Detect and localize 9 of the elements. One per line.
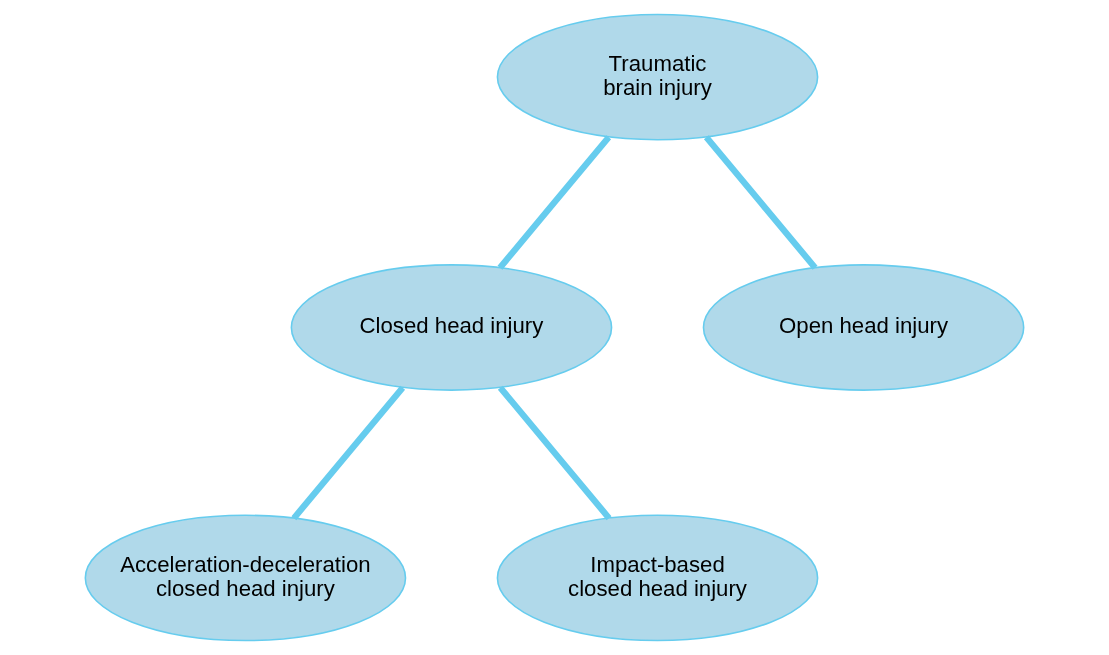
node-ellipse: Acceleration-deceleration closed head injury bbox=[84, 514, 407, 642]
node-ellipse: Traumatic brain injury bbox=[496, 13, 819, 141]
connector bbox=[497, 385, 612, 521]
node-ellipse: Open head injury bbox=[702, 264, 1025, 391]
connector bbox=[703, 135, 818, 270]
node-ellipse: Closed head injury bbox=[290, 264, 613, 391]
connector bbox=[291, 385, 406, 521]
node-ellipse: Impact-based closed head injury bbox=[496, 514, 819, 642]
connector bbox=[497, 135, 612, 270]
